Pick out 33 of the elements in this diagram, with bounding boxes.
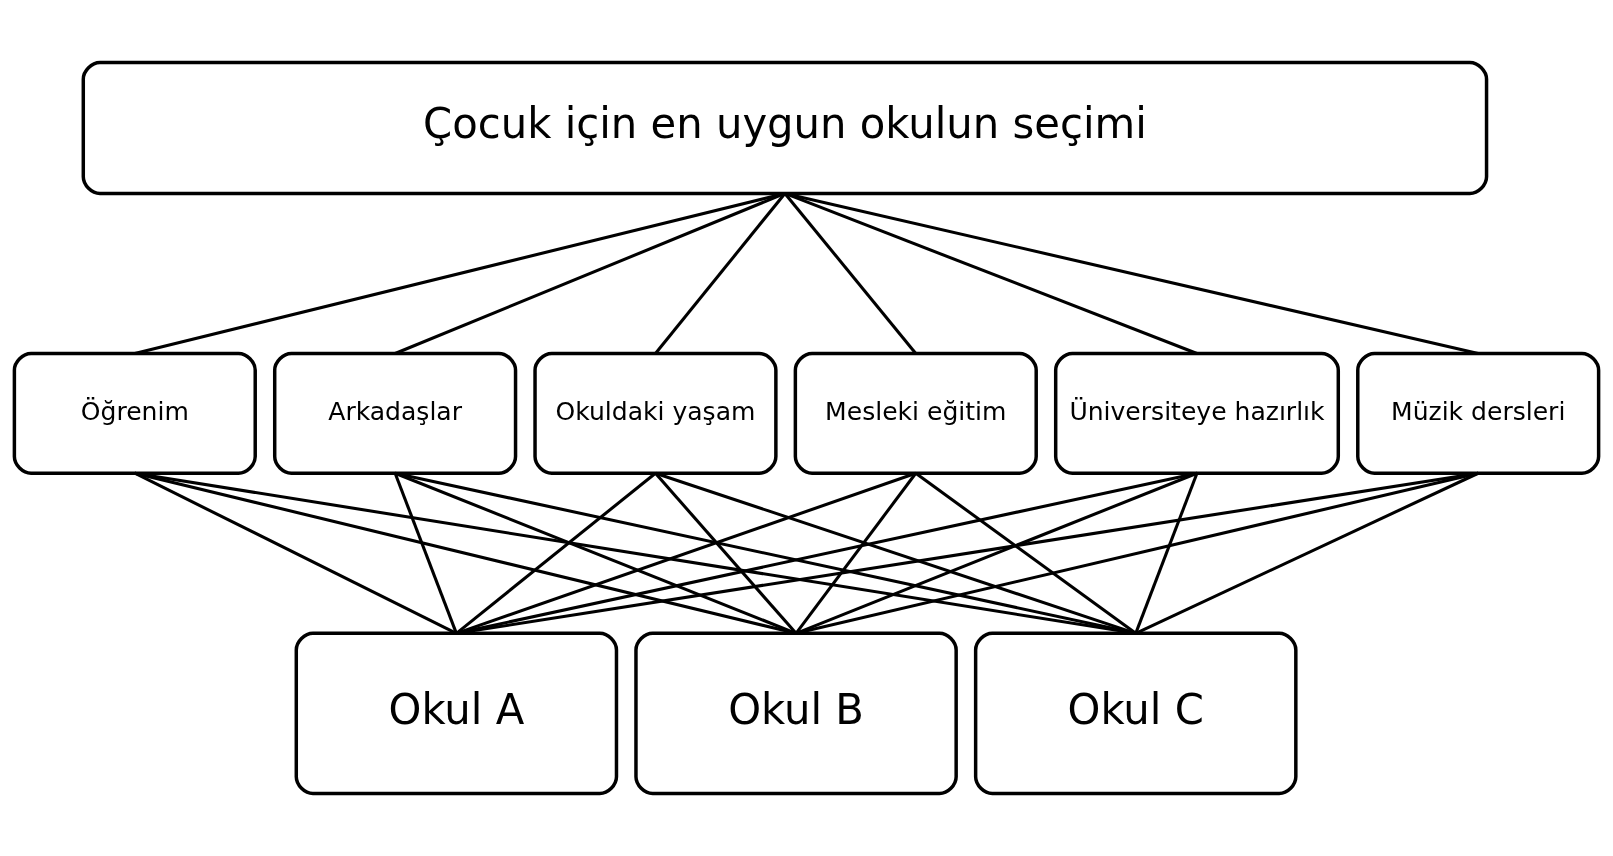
connector [914, 472, 1137, 635]
connector [394, 471, 797, 635]
node-box: Okul A [294, 631, 619, 796]
connector [654, 192, 787, 355]
connector [455, 471, 917, 635]
node-box: Mesleki eğitim [793, 351, 1038, 475]
node-box: Okul B [634, 631, 958, 796]
connector [455, 472, 657, 635]
node-box: Üniversiteye hazırlık [1053, 351, 1341, 475]
node-box: Öğrenim [12, 351, 257, 475]
connector [783, 192, 917, 355]
node-box: Müzik dersleri [1356, 351, 1601, 475]
connector [456, 471, 1198, 635]
connector [1135, 471, 1479, 635]
connector [393, 472, 458, 634]
connector [795, 471, 1479, 635]
connector [394, 192, 786, 355]
connector [394, 471, 1137, 635]
node-box: Okul C [973, 631, 1298, 796]
connector [134, 471, 1136, 635]
node-box: Çocuk için en uygun okulun seçimi [81, 60, 1489, 196]
connector [134, 471, 458, 635]
node-box: Arkadaşlar [272, 351, 518, 475]
connector [784, 191, 1479, 355]
connector [456, 471, 1479, 635]
connector [134, 471, 797, 635]
connector [654, 472, 798, 635]
connector [795, 471, 1198, 635]
connector [794, 472, 917, 635]
connector [784, 192, 1198, 355]
connector [654, 471, 1137, 635]
connector [1134, 472, 1199, 634]
node-box: Okuldaki yaşam [533, 351, 778, 475]
